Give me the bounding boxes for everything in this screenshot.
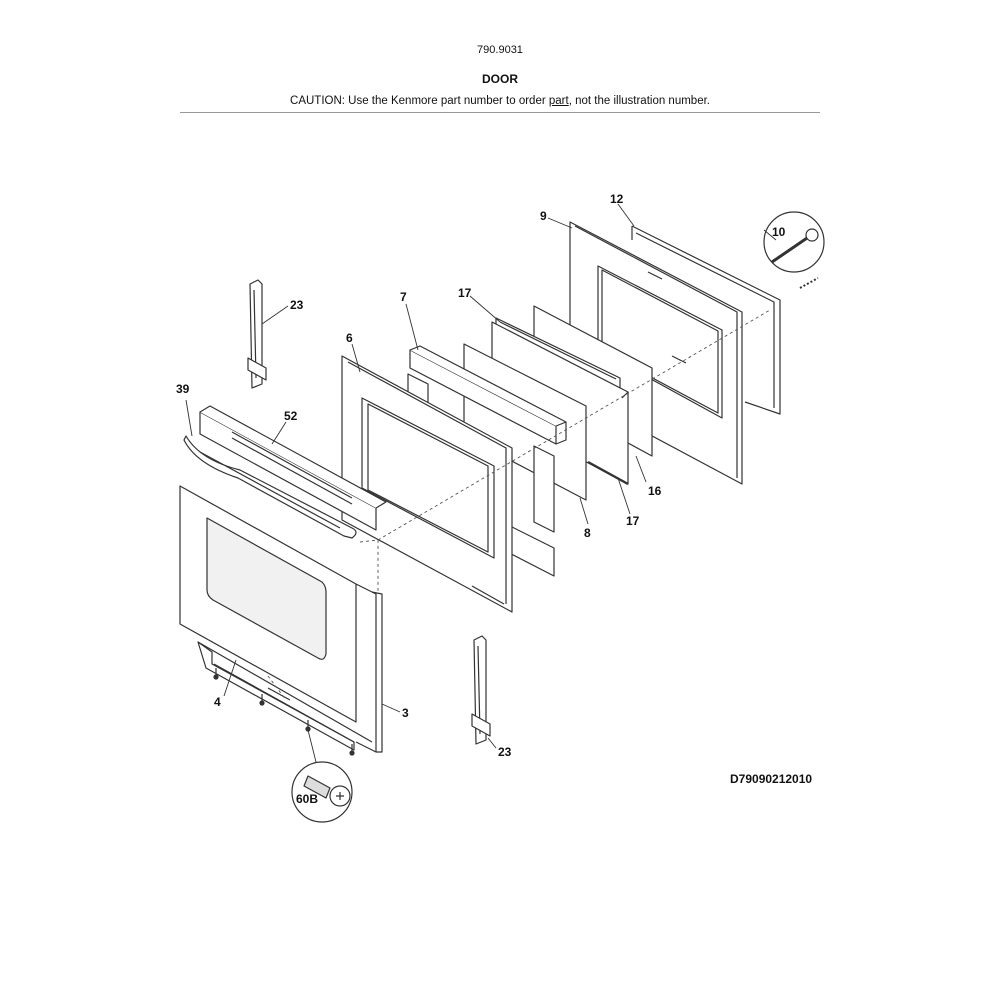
model-number: 790.9031 — [477, 44, 523, 56]
door-handle-39 — [183, 435, 357, 539]
leader-lines — [185, 203, 777, 763]
alignment-lines — [267, 309, 771, 701]
callout-12[interactable]: 12 — [610, 192, 624, 206]
section-title: DOOR — [482, 72, 518, 86]
callout-7[interactable]: 7 — [400, 290, 407, 304]
caution-suffix: , not the illustration number. — [568, 95, 710, 107]
header-divider — [180, 112, 820, 113]
callout-8[interactable]: 8 — [584, 526, 591, 540]
detail-circle-10 — [763, 211, 825, 273]
door-frame-6 — [341, 355, 513, 613]
callout-39[interactable]: 39 — [176, 382, 190, 396]
caution-text: CAUTION: Use the Kenmore part number to … — [0, 95, 1000, 107]
vent-trim-52 — [199, 405, 387, 531]
callout-10[interactable]: 10 — [772, 225, 786, 239]
drawing-id: D79090212010 — [730, 772, 813, 786]
caution-prefix: CAUTION: Use the Kenmore part number to … — [290, 95, 549, 107]
callout-4[interactable]: 4 — [214, 695, 221, 709]
callout-6[interactable]: 6 — [346, 331, 353, 345]
callout-23-upper[interactable]: 23 — [290, 298, 304, 312]
detail-circle-60b — [291, 761, 353, 823]
screws — [213, 277, 819, 756]
hinge-23-upper — [247, 279, 267, 389]
callout-16[interactable]: 16 — [648, 484, 662, 498]
bottom-trim-4 — [197, 641, 373, 751]
callout-60b[interactable]: 60B — [296, 792, 318, 806]
callout-3[interactable]: 3 — [402, 706, 409, 720]
callout-17-lower[interactable]: 17 — [626, 514, 640, 528]
part-link[interactable]: part — [548, 95, 569, 107]
door-gasket-12 — [631, 225, 781, 415]
callout-17-upper[interactable]: 17 — [458, 286, 472, 300]
hinge-23-lower — [471, 635, 491, 745]
callout-23-lower[interactable]: 23 — [498, 745, 512, 759]
callout-9[interactable]: 9 — [540, 209, 547, 223]
callout-52[interactable]: 52 — [284, 409, 298, 423]
outer-door-panel-3 — [179, 485, 383, 753]
